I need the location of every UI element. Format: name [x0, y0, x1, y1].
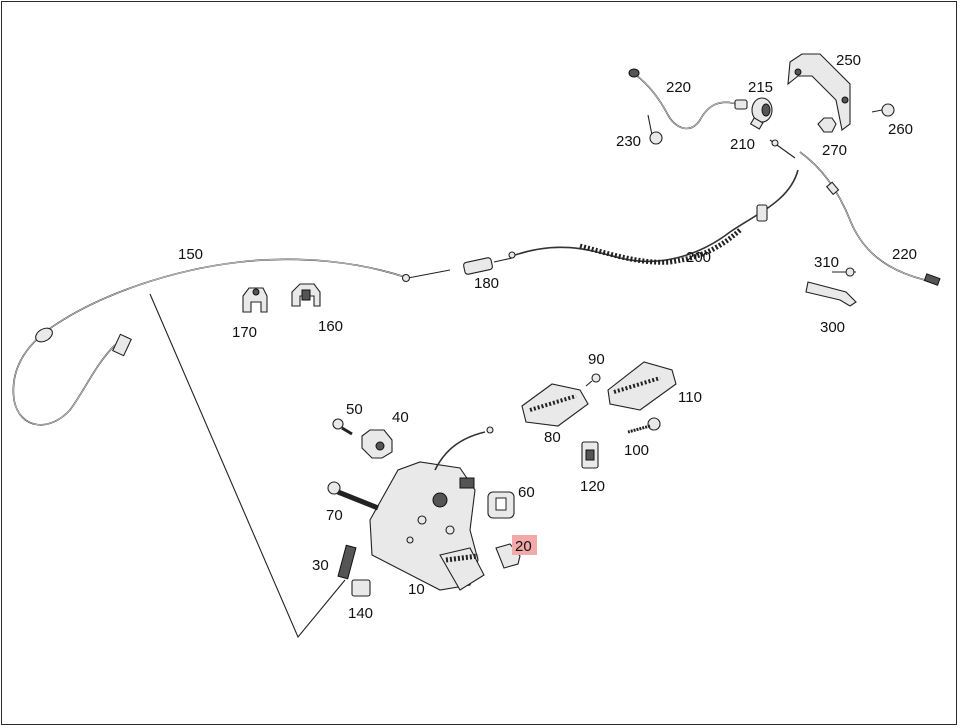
leader-lines	[149, 293, 346, 639]
label-250: 250	[836, 52, 861, 69]
screw-90[interactable]	[585, 373, 601, 387]
switch-80[interactable]	[521, 383, 589, 427]
label-220-upper: 220	[666, 79, 691, 96]
label-160: 160	[318, 318, 343, 335]
label-230: 230	[616, 133, 641, 150]
switch-110[interactable]	[607, 361, 677, 411]
clip-40[interactable]	[361, 429, 393, 459]
clip-120[interactable]	[581, 441, 599, 469]
label-60: 60	[518, 484, 535, 501]
label-110: 110	[678, 389, 702, 406]
label-210: 210	[730, 136, 755, 153]
screw-50[interactable]	[332, 418, 353, 436]
cable-220-upper[interactable]	[628, 68, 748, 130]
label-140: 140	[348, 605, 373, 622]
label-100: 100	[624, 442, 649, 459]
spring-30[interactable]	[337, 544, 357, 580]
part-labels: 10 20 30 40 50 60 70 80 90 100 110 120 1…	[178, 52, 917, 622]
bolt-70[interactable]	[327, 481, 379, 511]
nut-270[interactable]	[817, 117, 837, 133]
label-20-highlight	[512, 535, 537, 555]
bolt-260[interactable]	[871, 103, 895, 117]
pedal-assembly-10[interactable]	[369, 426, 494, 591]
bushing-215[interactable]	[751, 97, 773, 123]
grommet-60[interactable]	[487, 491, 515, 519]
label-180: 180	[474, 275, 499, 292]
label-10: 10	[408, 581, 425, 598]
bolt-230[interactable]	[647, 114, 663, 145]
cable-220-lower[interactable]	[799, 151, 941, 286]
label-50: 50	[346, 401, 363, 418]
bracket-300[interactable]	[805, 281, 857, 307]
clip-170[interactable]	[242, 287, 268, 313]
label-40: 40	[392, 409, 409, 426]
sleeve-140[interactable]	[351, 579, 371, 597]
label-200: 200	[686, 249, 711, 266]
label-310: 310	[814, 254, 839, 271]
label-170: 170	[232, 324, 257, 341]
label-80: 80	[544, 429, 561, 446]
label-220-lower: 220	[892, 246, 917, 263]
label-70: 70	[326, 507, 343, 524]
label-300: 300	[820, 319, 845, 336]
cable-200[interactable]	[508, 169, 799, 265]
label-215: 215	[748, 79, 773, 96]
clip-160[interactable]	[291, 283, 321, 307]
label-120: 120	[580, 478, 605, 495]
label-20: 20	[515, 538, 532, 555]
label-260: 260	[888, 121, 913, 138]
bolt-310[interactable]	[832, 267, 856, 277]
bracket-250[interactable]	[787, 53, 851, 131]
label-150: 150	[178, 246, 203, 263]
connector-180[interactable]	[463, 257, 513, 275]
label-90: 90	[588, 351, 605, 368]
fitting-210[interactable]	[749, 117, 796, 159]
screw-100[interactable]	[627, 417, 661, 434]
label-270: 270	[822, 142, 847, 159]
label-30: 30	[312, 557, 329, 574]
cable-150[interactable]	[12, 258, 451, 426]
